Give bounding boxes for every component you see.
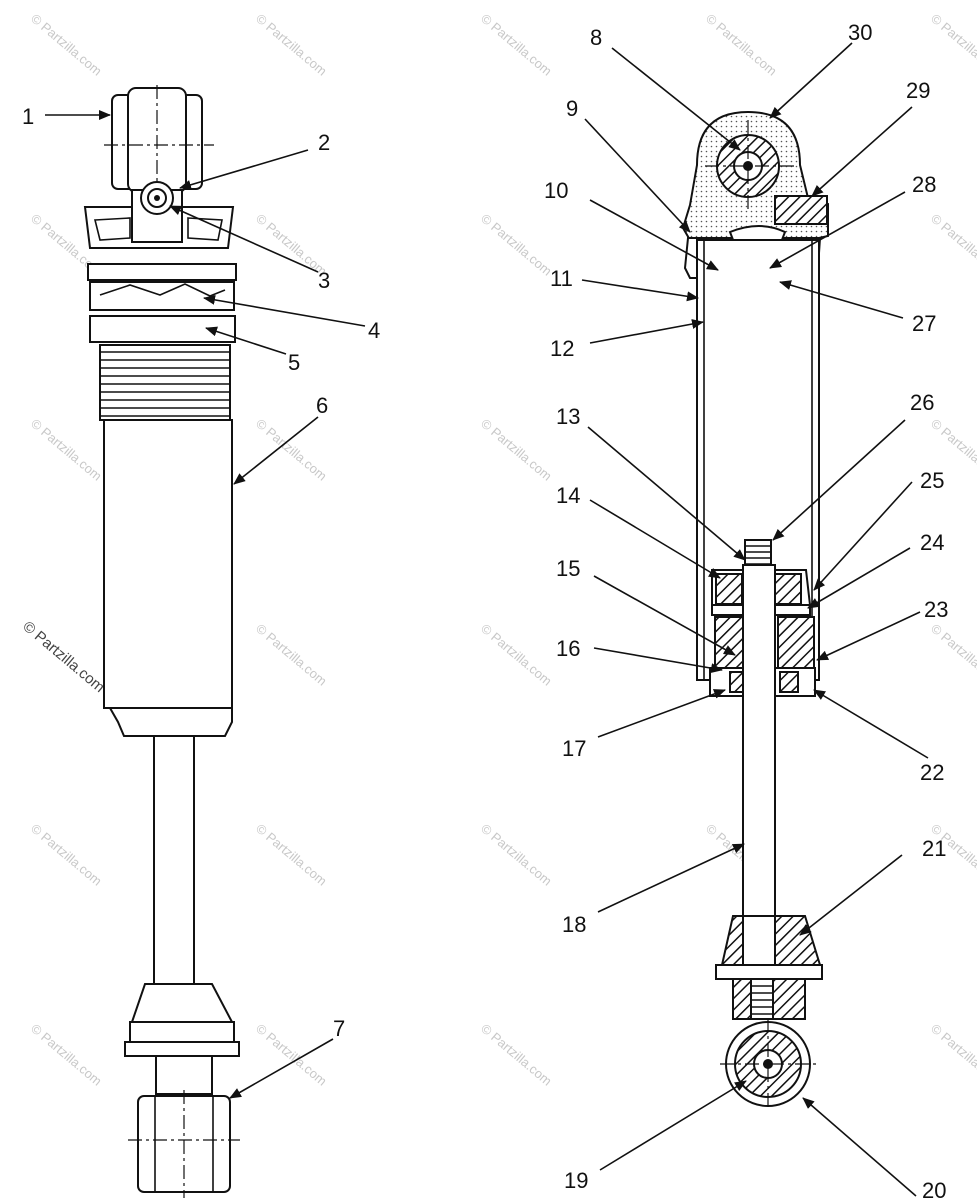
callout-16: 16 [556,636,580,661]
spring-retainer [89,315,236,343]
watermark-text: © Partzilla.com [28,1021,105,1089]
watermark-text: © Partzilla.com [478,416,555,484]
bearing-right [777,616,815,670]
collar-upper [87,263,237,281]
callout-21: 21 [922,836,946,861]
callout-25: 25 [920,468,944,493]
callout-24: 24 [920,530,944,555]
shock-body [103,419,233,709]
callout-30: 30 [848,20,872,45]
piston-shaft [153,735,195,985]
watermark-text: © Partzilla.com [28,11,105,79]
callout-5: 5 [288,350,300,375]
leader-lines [45,42,929,1197]
callout-12: 12 [550,336,574,361]
callout-20: 20 [922,1178,946,1200]
callout-3: 3 [318,268,330,293]
bearing-left [714,616,744,670]
callout-10: 10 [544,178,568,203]
watermark-text: © Partzilla.com [253,621,330,689]
callout-26: 26 [910,390,934,415]
thread-lines [100,351,230,417]
callout-13: 13 [556,404,580,429]
callout-8: 8 [590,25,602,50]
watermark-text: © Partzilla.com [253,11,330,79]
watermark-text: © Partzilla.com [28,821,105,889]
callout-14: 14 [556,483,580,508]
watermark-text: © Partzilla.com [703,11,780,79]
callout-19: 19 [564,1168,588,1193]
callout-9: 9 [566,96,578,121]
lower-stud [155,1055,213,1095]
callout-6: 6 [316,393,328,418]
watermark-text: © Partzilla.com [928,11,977,79]
watermark-text: © Partzilla.com [253,416,330,484]
watermark-text: © Partzilla.com [478,821,555,889]
callout-29: 29 [906,78,930,103]
callout-15: 15 [556,556,580,581]
bumper-washer [715,964,823,980]
callout-22: 22 [920,760,944,785]
adjuster-cam [89,281,235,311]
watermark-text: © Partzilla.com [478,11,555,79]
callout-2: 2 [318,130,330,155]
watermark-text: © Partzilla.com [928,1021,977,1089]
callout-labels: 1 2 3 4 5 6 7 8 9 10 11 12 13 14 15 16 1… [22,20,948,1200]
callout-1: 1 [22,104,34,129]
watermark-main-text: © Partzilla.com [19,618,107,696]
callout-7: 7 [333,1016,345,1041]
watermark-text: © Partzilla.com [478,621,555,689]
bumper-base [129,1021,235,1043]
bumper-plate [124,1041,240,1057]
cutaway-shock [681,110,829,1110]
bumper [130,983,234,1023]
callout-18: 18 [562,912,586,937]
callout-11: 11 [550,266,573,291]
watermark-text: © Partzilla.com [928,621,977,689]
rod-thread [751,985,773,1015]
valve-insert [774,195,828,225]
callout-28: 28 [912,172,936,197]
watermark-text: © Partzilla.com [478,211,555,279]
watermark-text: © Partzilla.com [253,821,330,889]
callout-23: 23 [924,597,948,622]
watermark-text: © Partzilla.com [478,1021,555,1089]
watermark-text: © Partzilla.com [28,416,105,484]
callout-17: 17 [562,736,586,761]
assembled-shock [83,85,240,1198]
callout-27: 27 [912,311,936,336]
body-bottom-cap [108,707,233,737]
watermark-text: © Partzilla.com [928,211,977,279]
callout-4: 4 [368,318,380,343]
